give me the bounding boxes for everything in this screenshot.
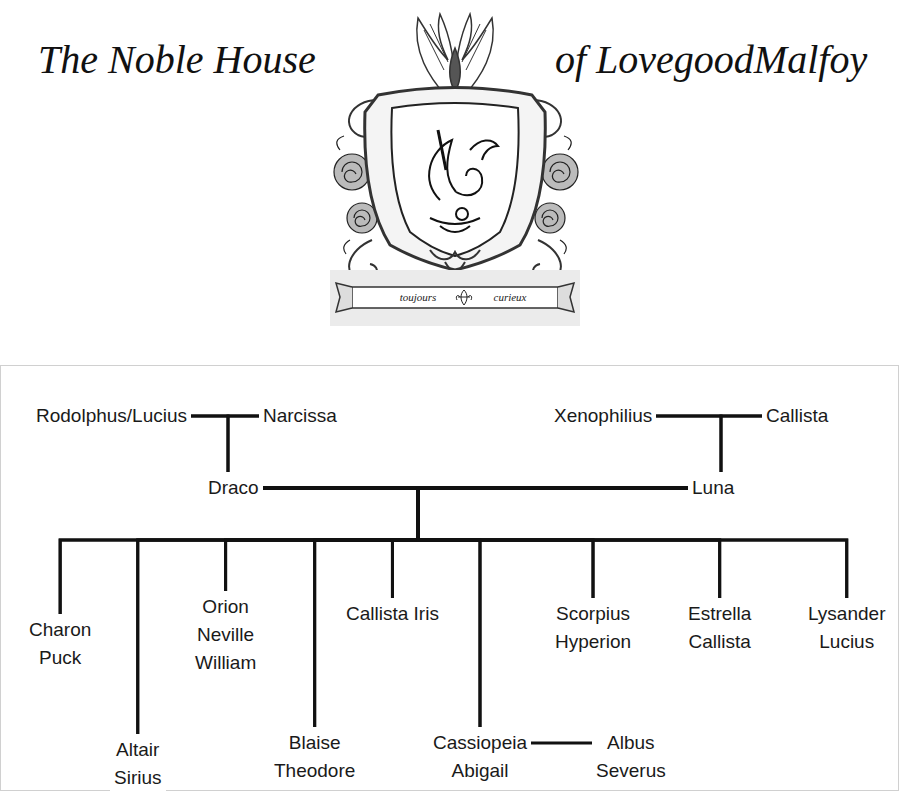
crest-ornament — [445, 262, 465, 271]
person-name-text: Rodolphus/Lucius — [36, 402, 187, 430]
person-name: Charon Puck — [25, 614, 95, 674]
person-name: Cassiopeia Abigail — [429, 727, 531, 787]
crest-dragon — [430, 218, 480, 232]
family-line — [531, 742, 592, 745]
crest — [330, 14, 580, 326]
family-line — [656, 416, 721, 472]
person-name-text: Orion Neville William — [195, 593, 256, 677]
crest-shield — [365, 88, 546, 271]
person-name-text: Albus Severus — [596, 729, 666, 785]
person-name: Narcissa — [259, 400, 341, 432]
crest-dragon — [470, 140, 498, 160]
person-name-text: Narcissa — [263, 402, 337, 430]
crest-wing — [417, 14, 455, 96]
family-line — [138, 488, 688, 734]
crest-shield — [365, 88, 546, 271]
person-name: Blaise Theodore — [270, 727, 359, 787]
family-line — [418, 488, 720, 598]
person-name: Altair Sirius — [110, 734, 166, 794]
crest-dragon — [456, 169, 482, 195]
motto-banner — [456, 290, 471, 305]
page-title: of LovegoodMalfoy — [555, 36, 867, 84]
crest-rose — [342, 162, 362, 182]
family-line — [263, 488, 847, 598]
crest-ornament — [430, 250, 480, 271]
family-line — [418, 488, 847, 598]
person-name-text: Altair Sirius — [114, 736, 162, 792]
family-line — [263, 488, 720, 598]
person-name: Orion Neville William — [191, 591, 260, 679]
motto-banner — [336, 283, 352, 312]
person-name-text: Callista — [766, 402, 828, 430]
person-name-text: Xenophilius — [554, 402, 652, 430]
motto-word: curieux — [494, 291, 527, 304]
crest-dragon — [429, 130, 498, 232]
person-name: Xenophilius — [550, 400, 656, 432]
family-line — [191, 416, 228, 472]
crest-shield — [391, 103, 518, 256]
person-name: Albus Severus — [592, 727, 670, 787]
crest-dragon — [438, 130, 446, 170]
family-line — [263, 488, 593, 598]
person-name-text: Callista Iris — [346, 600, 439, 628]
crest-wing — [417, 14, 493, 96]
person-name: Luna — [688, 472, 738, 504]
crest-rose — [354, 210, 370, 226]
family-line — [721, 416, 762, 472]
crest-rose — [542, 210, 558, 226]
motto-word: toujours — [400, 291, 437, 304]
crest-rose — [542, 154, 578, 190]
page-title: The Noble House — [38, 36, 316, 84]
person-name-text: Cassiopeia Abigail — [433, 729, 527, 785]
family-line — [392, 488, 688, 598]
motto-banner — [558, 283, 574, 312]
family-line — [263, 488, 480, 727]
motto-banner — [330, 270, 580, 326]
person-name: Rodolphus/Lucius — [32, 400, 191, 432]
person-name: Estrella Callista — [684, 598, 755, 658]
person-name-text: Estrella Callista — [688, 600, 751, 656]
tree-frame — [1, 366, 899, 791]
person-name-text: Blaise Theodore — [274, 729, 355, 785]
motto-banner — [330, 270, 580, 326]
crest-rose — [550, 162, 570, 182]
crest-wing — [450, 48, 461, 92]
family-line — [228, 416, 259, 472]
person-name-text: Luna — [692, 474, 734, 502]
family-line — [418, 488, 688, 727]
person-name: Scorpius Hyperion — [551, 598, 635, 658]
family-line — [60, 488, 688, 614]
family-line — [418, 488, 688, 598]
person-name-text: Charon Puck — [29, 616, 91, 672]
person-name-text: Lysander Lucius — [808, 600, 885, 656]
crest-dragon — [456, 208, 468, 220]
family-line — [315, 488, 688, 727]
family-line — [263, 488, 418, 598]
crest-wing — [456, 14, 494, 96]
person-name: Callista — [762, 400, 832, 432]
person-name-text: Draco — [208, 474, 259, 502]
person-name-text: Scorpius Hyperion — [555, 600, 631, 656]
person-name: Draco — [204, 472, 263, 504]
person-name: Callista Iris — [342, 598, 443, 630]
motto-banner — [352, 287, 558, 308]
crest-rose — [535, 203, 565, 233]
crest-ornament — [430, 250, 480, 259]
person-name: Lysander Lucius — [804, 598, 889, 658]
